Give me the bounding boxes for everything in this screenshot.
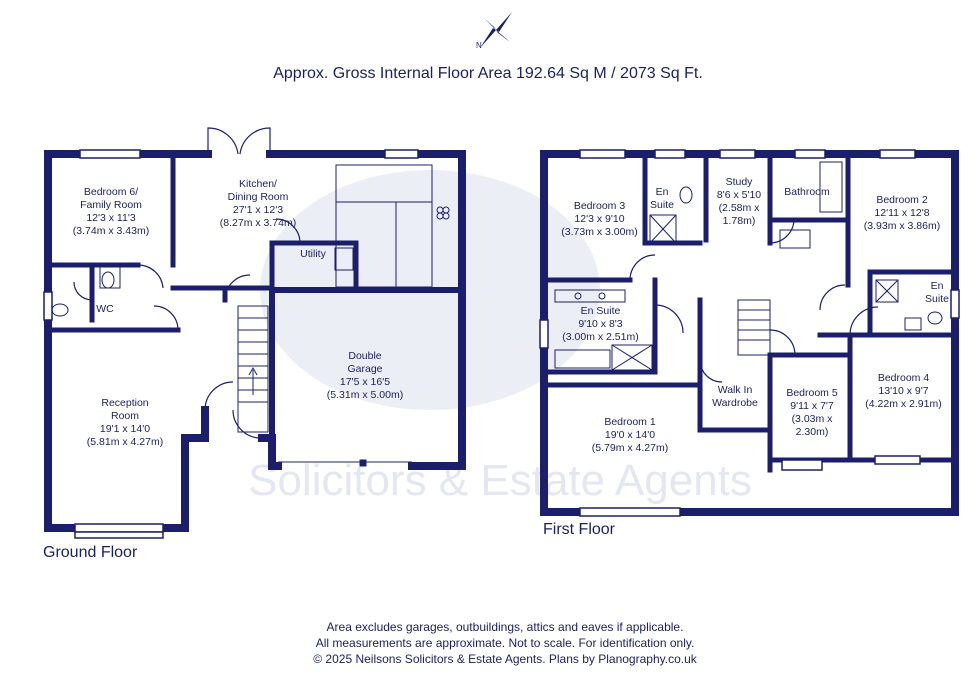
footer-copyright: © 2025 Neilsons Solicitors & Estate Agen…	[313, 652, 697, 666]
room-bedroom2: Bedroom 2 12'11 x 12'8 (3.93m x 3.86m)	[852, 194, 952, 233]
room-metric: (3.73m x 3.00m)	[561, 226, 638, 238]
room-imperial: 17'5 x 16'5	[339, 376, 391, 388]
room-metric: (2.58m x 1.78m)	[718, 202, 760, 227]
room-utility: Utility	[293, 248, 333, 261]
room-reception: Reception Room 19'1 x 14'0 (5.81m x 4.27…	[65, 397, 185, 449]
room-bedroom6: Bedroom 6/ Family Room 12'3 x 11'3 (3.74…	[55, 186, 167, 238]
room-metric: (5.81m x 4.27m)	[86, 436, 164, 448]
room-imperial: 9'11 x 7'7	[790, 400, 834, 412]
room-bathroom: Bathroom	[777, 186, 837, 199]
ground-floor-windows	[43, 149, 419, 539]
room-wc: WC	[92, 303, 118, 316]
room-ensuite-mid: En Suite 9'10 x 8'3 (3.00m x 2.51m)	[548, 305, 653, 344]
room-name: Bedroom 3	[573, 200, 626, 212]
room-name: Reception Room	[101, 397, 149, 422]
room-name: Bedroom 6/ Family Room	[80, 186, 142, 211]
room-name: Kitchen/ Dining Room	[227, 178, 289, 203]
ground-floor-walls	[44, 150, 466, 532]
room-bedroom5: Bedroom 5 9'11 x 7'7 (3.03m x 2.30m)	[776, 387, 848, 439]
room-metric: (5.79m x 4.27m)	[591, 442, 669, 454]
compass-rose-icon: N	[476, 12, 512, 50]
room-name: En Suite	[925, 280, 949, 305]
room-ensuite-right: En Suite	[922, 280, 952, 306]
room-name: Double Garage	[347, 350, 383, 375]
room-bedroom3: Bedroom 3 12'3 x 9'10 (3.73m x 3.00m)	[552, 200, 647, 239]
first-floor-label: First Floor	[543, 521, 615, 538]
ground-floor-label: Ground Floor	[43, 544, 138, 561]
room-metric: (3.00m x 2.51m)	[562, 331, 639, 343]
room-imperial: 12'3 x 9'10	[574, 213, 625, 225]
room-garage: Double Garage 17'5 x 16'5 (5.31m x 5.00m…	[300, 350, 430, 402]
svg-text:N: N	[476, 41, 482, 50]
room-bedroom4: Bedroom 4 13'10 x 9'7 (4.22m x 2.91m)	[855, 372, 952, 411]
room-metric: (5.31m x 5.00m)	[326, 389, 404, 401]
room-imperial: 12'3 x 11'3	[86, 212, 136, 224]
room-name: Bedroom 5	[786, 387, 838, 399]
room-study: Study 8'6 x 5'10 (2.58m x 1.78m)	[707, 176, 771, 228]
room-bedroom1: Bedroom 1 19'0 x 14'0 (5.79m x 4.27m)	[575, 416, 685, 455]
room-name: Walk In Wardrobe	[712, 384, 758, 409]
room-metric: (4.22m x 2.91m)	[865, 398, 942, 410]
watermark-text: Solicitors & Estate Agents	[248, 456, 752, 505]
room-metric: (3.03m x 2.30m)	[791, 413, 833, 438]
room-imperial: 19'0 x 14'0	[604, 429, 656, 441]
room-imperial: 27'1 x 12'3	[232, 204, 284, 216]
room-name: Bedroom 2	[876, 194, 928, 206]
room-imperial: 8'6 x 5'10	[716, 189, 762, 201]
room-metric: (3.93m x 3.86m)	[863, 220, 941, 232]
room-name: Utility	[300, 248, 326, 260]
room-name: Bathroom	[784, 186, 830, 198]
first-floor-doors	[629, 218, 879, 383]
room-name: En Suite	[650, 186, 674, 211]
room-name: Study	[725, 176, 753, 188]
ground-floor-fixtures	[51, 164, 450, 467]
room-kitchen: Kitchen/ Dining Room 27'1 x 12'3 (8.27m …	[198, 178, 318, 230]
footer-note-1: Area excludes garages, outbuildings, att…	[326, 620, 684, 634]
room-imperial: 12'11 x 12'8	[874, 207, 930, 219]
first-floor-windows	[539, 149, 960, 517]
room-imperial: 19'1 x 14'0	[99, 423, 151, 435]
room-name: Bedroom 1	[604, 416, 656, 428]
room-ensuite-top: En Suite	[648, 186, 676, 212]
room-imperial: 9'10 x 8'3	[578, 318, 623, 330]
area-summary: Approx. Gross Internal Floor Area 192.64…	[273, 65, 703, 82]
room-metric: (8.27m x 3.74m)	[219, 217, 297, 229]
room-name: Bedroom 4	[877, 372, 930, 384]
room-metric: (3.74m x 3.43m)	[72, 225, 150, 237]
room-name: WC	[96, 303, 114, 315]
ground-floor-doors	[73, 127, 301, 439]
footer-note-2: All measurements are approximate. Not to…	[315, 636, 695, 650]
first-floor-fixtures	[554, 161, 943, 371]
room-name: En Suite	[580, 305, 621, 317]
room-imperial: 13'10 x 9'7	[878, 385, 929, 397]
room-walkin-wardrobe: Walk In Wardrobe	[703, 384, 767, 410]
